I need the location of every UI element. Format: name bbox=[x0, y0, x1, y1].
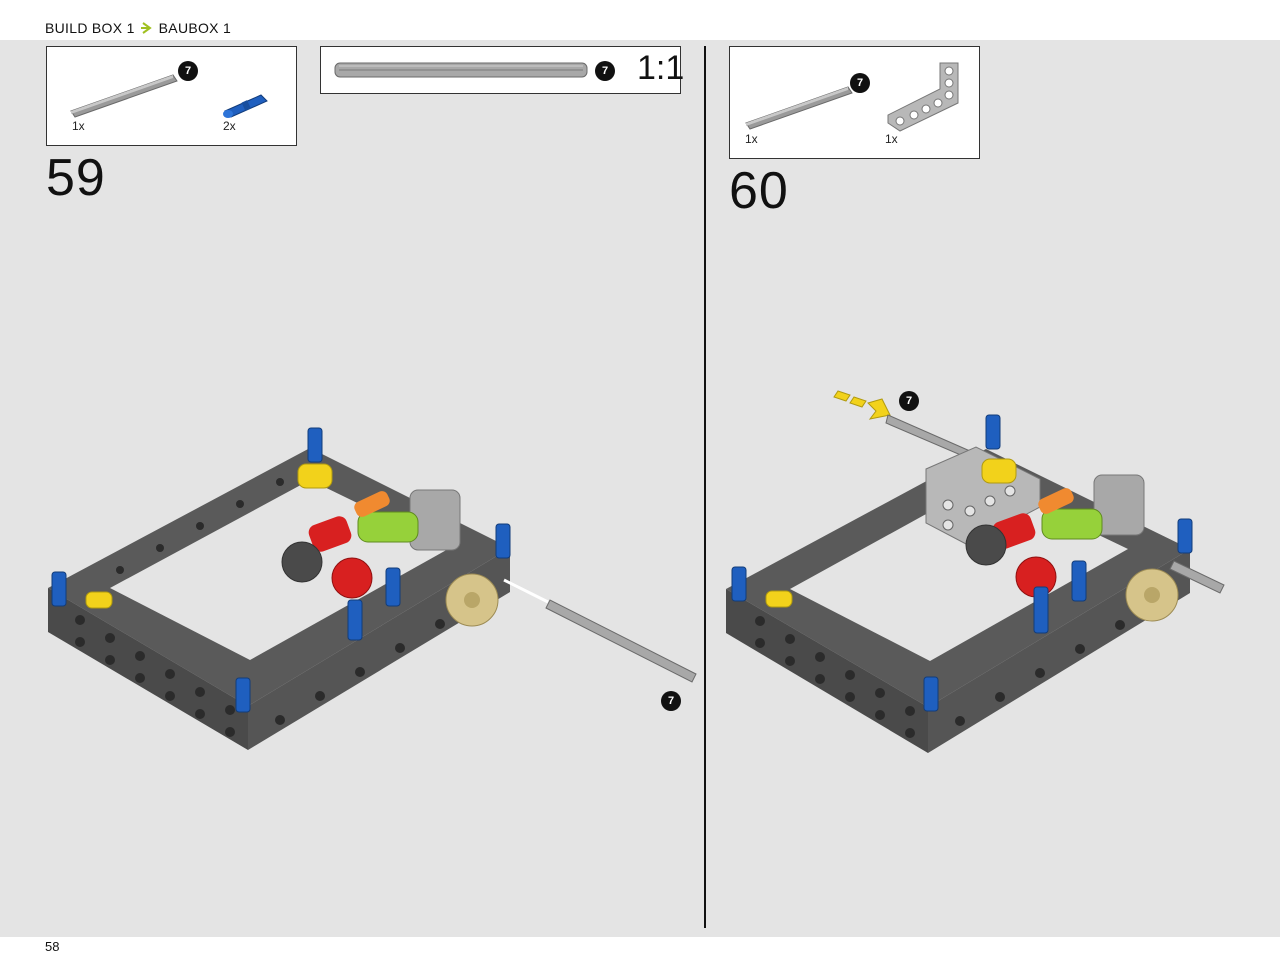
breadcrumb: BUILD BOX 1 BAUBOX 1 bbox=[45, 20, 231, 36]
grey-axle-icon bbox=[70, 74, 178, 118]
page-number: 58 bbox=[45, 939, 60, 954]
part-element-badge: 7 bbox=[850, 73, 870, 93]
part-quantity: 2x bbox=[223, 119, 236, 133]
part-quantity: 1x bbox=[885, 132, 898, 146]
breadcrumb-build-box: BUILD BOX 1 bbox=[45, 20, 135, 36]
scale-reference-box: 7 1:1 bbox=[320, 46, 685, 94]
page-header: BUILD BOX 1 BAUBOX 1 bbox=[0, 0, 1280, 40]
step-number-59: 59 bbox=[46, 149, 106, 207]
breadcrumb-baubox: BAUBOX 1 bbox=[158, 20, 232, 36]
step-60-model-illustration bbox=[726, 390, 1225, 753]
axle-scale-icon bbox=[334, 62, 588, 78]
step-number-60: 60 bbox=[729, 162, 789, 220]
axle-callout-badge: 7 bbox=[899, 391, 919, 411]
axle-callout-badge: 7 bbox=[661, 691, 681, 711]
grey-axle-icon bbox=[745, 86, 853, 130]
step-divider bbox=[704, 46, 706, 928]
page-footer bbox=[0, 937, 1280, 974]
blue-axle-pin-icon bbox=[223, 94, 268, 118]
step-59-model-illustration bbox=[48, 427, 697, 750]
l-beam-icon bbox=[887, 62, 959, 132]
part-quantity: 1x bbox=[745, 132, 758, 146]
scale-element-badge: 7 bbox=[595, 61, 615, 81]
step-59-parts-box: 7 1x 2x bbox=[46, 46, 297, 146]
part-quantity: 1x bbox=[72, 119, 85, 133]
part-element-badge: 7 bbox=[178, 61, 198, 81]
step-60-parts-box: 7 1x 1x bbox=[729, 46, 980, 159]
chevron-right-icon bbox=[140, 22, 152, 34]
scale-label: 1:1 bbox=[637, 49, 685, 87]
